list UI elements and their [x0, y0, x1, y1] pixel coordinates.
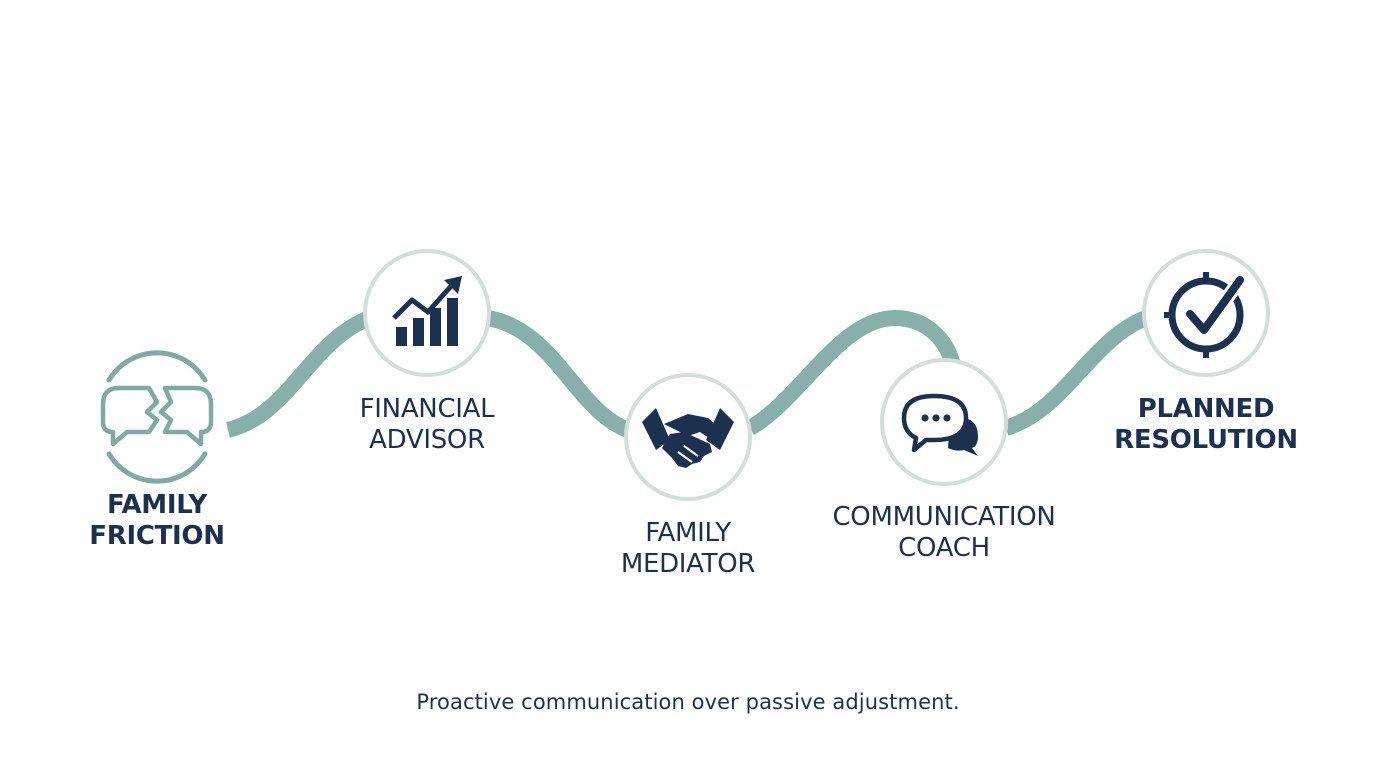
- stage-label-line: ADVISOR: [369, 425, 485, 455]
- stage-label-planned-resolution: PLANNED RESOLUTION: [1086, 394, 1326, 456]
- stage-label-line: MEDIATOR: [620, 549, 756, 579]
- stage-label-line: PLANNED: [1137, 394, 1275, 424]
- footer-caption: Proactive communication over passive adj…: [416, 690, 960, 714]
- family-mediator-node: [624, 373, 752, 501]
- stage-label-line: FRICTION: [89, 521, 225, 551]
- speech-bubbles-icon: [901, 393, 978, 456]
- broken-chat-icon: [100, 350, 214, 484]
- financial-advisor-node: [363, 249, 491, 377]
- stage-label-line: FINANCIAL: [359, 394, 495, 424]
- growth-chart-icon: [392, 276, 462, 346]
- stage-label-financial-advisor: FINANCIAL ADVISOR: [327, 394, 527, 456]
- stage-label-line: FAMILY: [645, 518, 731, 548]
- stage-label-line: COMMUNICATION: [832, 502, 1056, 532]
- handshake-icon: [642, 408, 734, 468]
- stage-label-line: RESOLUTION: [1114, 425, 1298, 455]
- stage-label-line: COACH: [898, 533, 990, 563]
- stage-label-communication-coach: COMMUNICATION COACH: [804, 502, 1084, 564]
- check-clock-icon: [1164, 272, 1247, 358]
- journey-path: [225, 309, 1150, 438]
- stage-label-line: FAMILY: [107, 490, 207, 520]
- stage-label-family-friction: FAMILY FRICTION: [57, 490, 257, 552]
- planned-resolution-node: [1142, 249, 1270, 377]
- stage-label-family-mediator: FAMILY MEDIATOR: [588, 518, 788, 580]
- communication-coach-node: [880, 358, 1008, 486]
